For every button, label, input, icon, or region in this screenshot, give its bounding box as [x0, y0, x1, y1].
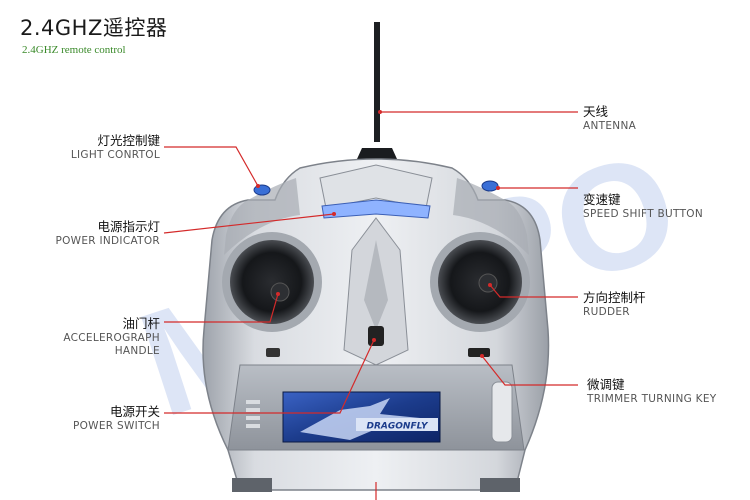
trimmer-leader: [481, 355, 578, 386]
rudder-label-zh: 方向控制杆: [583, 290, 646, 305]
right-shoulder: [453, 178, 529, 255]
leader-lines: [163, 111, 578, 500]
left-stick-well: [230, 240, 314, 324]
callout-light-control: 灯光控制键 LIGHT CONRTOL: [71, 133, 160, 162]
callout-throttle: 油门杆 ACCELEROGRAPH HANDLE: [63, 316, 160, 358]
callout-trimmer: 微调键 TRIMMER TURNING KEY: [587, 377, 717, 406]
power-switch-label-en: POWER SWITCH: [72, 420, 160, 432]
left-foot: [232, 478, 272, 492]
light-control-label-en: LIGHT CONRTOL: [70, 149, 160, 161]
trimmer-label-zh: 微调键: [587, 377, 625, 392]
speed-shift-button[interactable]: [481, 180, 499, 192]
power-indicator-leader: [163, 213, 335, 234]
power-switch-label-zh: 电源开关: [109, 404, 160, 419]
right-foot: [480, 478, 520, 492]
callout-rudder: 方向控制杆 RUDDER: [583, 290, 646, 319]
power-switch-leader: [164, 339, 375, 414]
center-ridge-inner: [364, 240, 388, 330]
trimmer-button[interactable]: [468, 348, 490, 357]
left-shoulder: [224, 178, 300, 255]
power-indicator-label-en: POWER INDICATOR: [55, 235, 160, 247]
throttle-leader: [164, 293, 279, 323]
callout-antenna: 天线 ANTENNA: [583, 104, 636, 133]
antenna-label-zh: 天线: [583, 104, 609, 119]
light-control-leader: [164, 146, 259, 187]
left-trim-button[interactable]: [266, 348, 280, 357]
light-control-label-zh: 灯光控制键: [97, 133, 160, 148]
throttle-label-en-line2: HANDLE: [114, 345, 160, 357]
page-subtitle: 2.4GHZ remote control: [22, 44, 126, 56]
throttle-stick[interactable]: [270, 282, 290, 302]
throttle-label-zh: 油门杆: [122, 316, 160, 331]
page-title: 2.4GHZ遥控器: [20, 16, 168, 40]
power-indicator-light: [321, 199, 431, 219]
trimmer-label-en: TRIMMER TURNING KEY: [587, 393, 717, 405]
throttle-label-en-line1: ACCELEROGRAPH: [63, 332, 160, 344]
brand-label: DRAGONFLY: [367, 422, 429, 432]
callout-speed-shift: 变速键 SPEED SHIFT BUTTON: [583, 192, 703, 221]
callout-power-switch: 电源开关 POWER SWITCH: [73, 404, 160, 433]
antenna: [374, 22, 380, 142]
brand-label-plate: [356, 418, 438, 431]
rudder-label-en: RUDDER: [583, 306, 630, 318]
leader-dots: [256, 110, 500, 358]
left-grip-ribs: [246, 400, 260, 428]
antenna-label-en: ANTENNA: [583, 120, 637, 132]
rudder-leader: [489, 284, 578, 298]
power-indicator-label-zh: 电源指示灯: [97, 219, 160, 234]
callout-power-indicator: 电源指示灯 POWER INDICATOR: [55, 219, 160, 248]
speed-shift-label-en: SPEED SHIFT BUTTON: [583, 208, 704, 220]
speed-shift-label-zh: 变速键: [583, 192, 621, 207]
power-switch-slider[interactable]: [491, 381, 513, 443]
center-switch[interactable]: [368, 326, 384, 346]
